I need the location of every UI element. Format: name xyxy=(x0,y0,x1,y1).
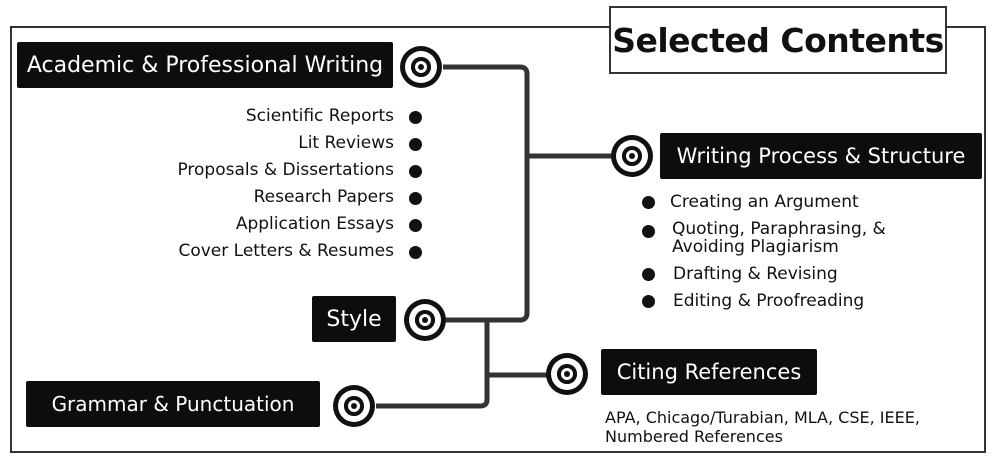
target-icon xyxy=(404,299,446,341)
writing-process-heading: Writing Process & Structure xyxy=(660,133,982,179)
citing-heading: Citing References xyxy=(601,349,817,395)
connector-academic xyxy=(443,64,530,323)
academic-item: Lit Reviews xyxy=(298,133,394,153)
bullet-icon xyxy=(642,225,655,238)
writing-item: Drafting & Revising xyxy=(673,264,838,284)
bullet-icon xyxy=(409,111,422,124)
title-box: Selected Contents xyxy=(609,6,947,74)
citing-text-line2: Numbered References xyxy=(605,427,783,446)
academic-heading-text: Academic & Professional Writing xyxy=(26,52,384,78)
connector-style-trunk xyxy=(376,320,490,409)
grammar-heading-text: Grammar & Punctuation xyxy=(51,392,295,416)
academic-heading: Academic & Professional Writing xyxy=(17,42,393,88)
bullet-icon xyxy=(642,295,655,308)
academic-item: Research Papers xyxy=(253,187,394,207)
bullet-icon xyxy=(642,196,655,209)
bullet-icon xyxy=(409,165,422,178)
writing-process-heading-text: Writing Process & Structure xyxy=(676,144,966,168)
bullet-icon xyxy=(409,219,422,232)
academic-item: Application Essays xyxy=(235,214,394,234)
target-icon xyxy=(333,385,375,427)
writing-item: Creating an Argument xyxy=(670,192,859,212)
academic-item: Proposals & Dissertations xyxy=(177,160,394,180)
style-heading-text: Style xyxy=(326,306,382,332)
bullet-icon xyxy=(409,246,422,259)
writing-item: Avoiding Plagiarism xyxy=(672,237,839,257)
page-title: Selected Contents xyxy=(612,20,944,60)
target-icon xyxy=(400,46,442,88)
bullet-icon xyxy=(642,268,655,281)
diagram-frame xyxy=(10,26,986,453)
target-icon xyxy=(546,353,588,395)
bullet-icon xyxy=(409,192,422,205)
grammar-heading: Grammar & Punctuation xyxy=(26,381,320,427)
writing-item: Quoting, Paraphrasing, & xyxy=(672,219,886,239)
citing-heading-text: Citing References xyxy=(616,360,802,384)
citing-text-line1: APA, Chicago/Turabian, MLA, CSE, IEEE, xyxy=(605,408,920,427)
style-heading: Style xyxy=(312,296,396,342)
academic-item: Cover Letters & Resumes xyxy=(178,241,394,261)
writing-item: Editing & Proofreading xyxy=(673,291,865,311)
academic-item: Scientific Reports xyxy=(245,106,394,126)
target-icon xyxy=(611,135,653,177)
bullet-icon xyxy=(409,138,422,151)
